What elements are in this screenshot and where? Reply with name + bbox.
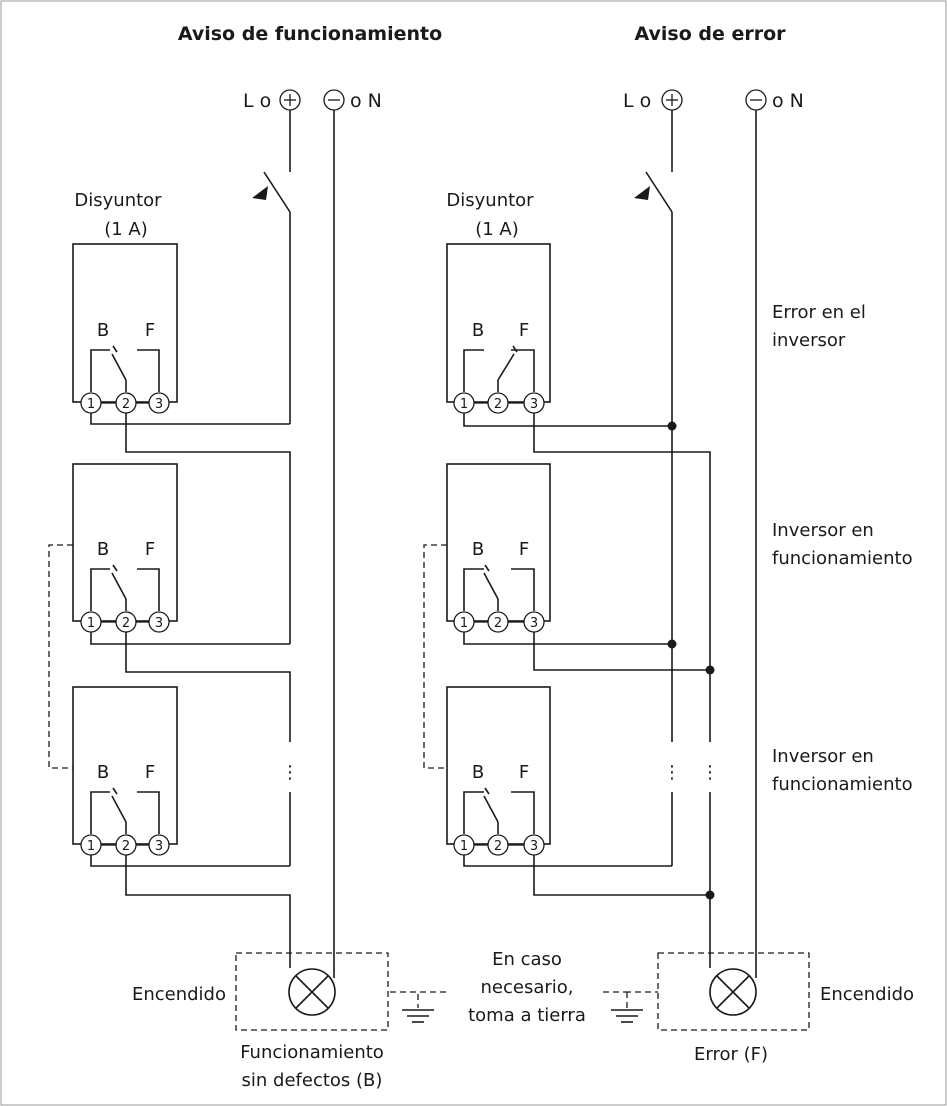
terminal-2-label: 2 xyxy=(494,839,502,854)
right-n-label: o N xyxy=(772,90,804,112)
state-2-line-1: Inversor en xyxy=(772,520,874,541)
right-breaker-rating: (1 A) xyxy=(475,219,519,240)
junction-dot xyxy=(705,665,715,675)
right-relay-2: B F 1 2 3 xyxy=(446,463,551,633)
left-relay-2: B F 1 2 3 xyxy=(72,463,178,633)
left-on-label: Encendido xyxy=(132,984,226,1005)
contact-b-label: B xyxy=(97,320,109,341)
contact-f-label: F xyxy=(519,539,529,560)
terminal-2-label: 2 xyxy=(122,839,130,854)
right-continuation-icon-b: ⋮ xyxy=(701,762,719,783)
contact-f-label: F xyxy=(145,762,155,783)
terminal-1-label: 1 xyxy=(460,616,468,631)
terminal-3-label: 3 xyxy=(530,397,538,412)
right-l-label: L o xyxy=(623,90,651,112)
right-lamp-caption: Error (F) xyxy=(694,1044,768,1065)
left-breaker-label: Disyuntor xyxy=(74,190,162,211)
terminal-3-label: 3 xyxy=(155,839,163,854)
ground-note-line-1: En caso xyxy=(492,949,562,970)
terminal-2-label: 2 xyxy=(494,397,502,412)
state-3-line-1: Inversor en xyxy=(772,746,874,767)
right-parallel-wiring xyxy=(463,413,715,968)
right-lamp-enclosure xyxy=(657,952,810,1031)
left-breaker-rating: (1 A) xyxy=(104,219,148,240)
left-n-label: o N xyxy=(350,90,382,112)
terminal-1-label: 1 xyxy=(87,839,95,854)
left-lamp-caption-1: Funcionamiento xyxy=(240,1042,384,1063)
title-error-signal: Aviso de error xyxy=(634,23,786,45)
terminal-2-label: 2 xyxy=(494,616,502,631)
left-dashed-link xyxy=(48,544,73,769)
right-dashed-link xyxy=(423,544,447,769)
right-relay-1: B F 1 2 3 xyxy=(446,243,551,414)
left-lamp-enclosure xyxy=(235,952,389,1031)
terminal-2-label: 2 xyxy=(122,616,130,631)
right-lamp-icon xyxy=(709,968,757,1016)
state-2-line-2: funcionamiento xyxy=(772,548,913,569)
left-relay-3: B F 1 2 3 xyxy=(72,686,178,856)
left-lamp-caption-2: sin defectos (B) xyxy=(242,1070,383,1091)
contact-b-label: B xyxy=(472,539,484,560)
contact-b-label: B xyxy=(97,762,109,783)
title-operation-signal: Aviso de funcionamiento xyxy=(178,23,442,45)
ground-note-line-2: necesario, xyxy=(481,977,574,998)
left-series-wiring xyxy=(90,413,291,968)
right-supply: L o o N xyxy=(623,89,804,112)
contact-f-label: F xyxy=(519,762,529,783)
right-supply-switch-icon xyxy=(634,171,673,213)
state-1-line-1: Error en el xyxy=(772,302,866,323)
junction-dot xyxy=(667,639,677,649)
terminal-2-label: 2 xyxy=(122,397,130,412)
terminal-3-label: 3 xyxy=(530,616,538,631)
right-ground-icon xyxy=(603,991,658,1023)
right-relay-3: B F 1 2 3 xyxy=(446,686,551,856)
left-supply: L o o N xyxy=(243,89,382,112)
left-lamp-icon xyxy=(288,968,336,1016)
state-1-line-2: inversor xyxy=(772,330,846,351)
contact-f-label: F xyxy=(519,320,529,341)
junction-dot xyxy=(667,421,677,431)
contact-f-label: F xyxy=(145,320,155,341)
state-3-line-2: funcionamiento xyxy=(772,774,913,795)
terminal-1-label: 1 xyxy=(87,616,95,631)
left-continuation-icon: ⋮ xyxy=(281,762,299,783)
contact-b-label: B xyxy=(472,320,484,341)
left-l-label: L o xyxy=(243,90,271,112)
terminal-3-label: 3 xyxy=(530,839,538,854)
left-ground-icon xyxy=(390,991,450,1023)
contact-b-label: B xyxy=(97,539,109,560)
junction-dot xyxy=(705,890,715,900)
right-breaker-label: Disyuntor xyxy=(446,190,534,211)
contact-b-label: B xyxy=(472,762,484,783)
terminal-3-label: 3 xyxy=(155,397,163,412)
terminal-1-label: 1 xyxy=(460,397,468,412)
left-supply-switch-icon xyxy=(252,171,291,213)
right-continuation-icon-a: ⋮ xyxy=(663,762,681,783)
right-on-label: Encendido xyxy=(820,984,914,1005)
terminal-1-label: 1 xyxy=(87,397,95,412)
ground-note-line-3: toma a tierra xyxy=(468,1005,586,1026)
terminal-1-label: 1 xyxy=(460,839,468,854)
left-relay-1: B F 1 2 3 xyxy=(72,243,178,414)
terminal-3-label: 3 xyxy=(155,616,163,631)
contact-f-label: F xyxy=(145,539,155,560)
